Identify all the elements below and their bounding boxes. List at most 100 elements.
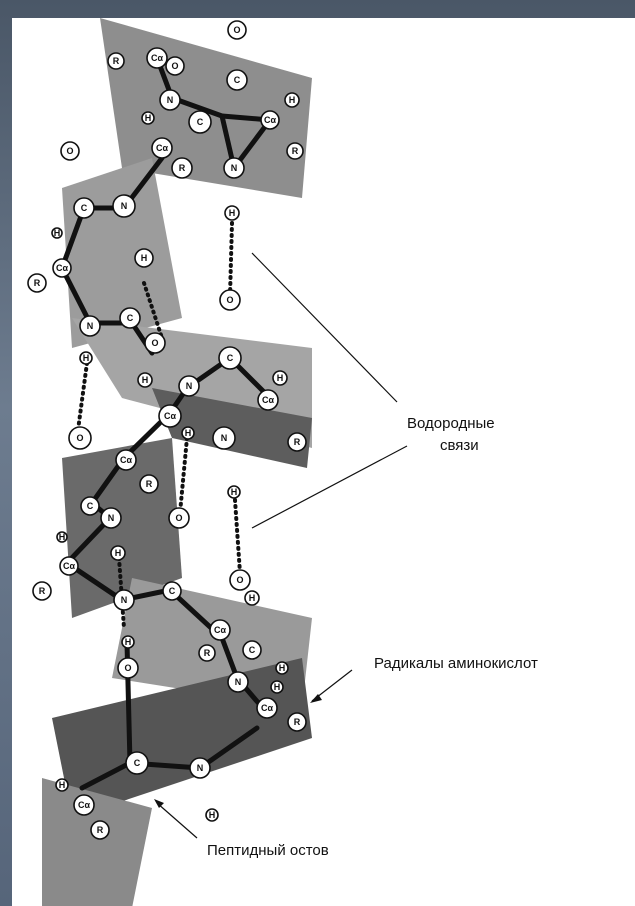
atom-oxygen: O [230,570,250,590]
atom-nitrogen: N [114,590,134,610]
atom-hydrogen: H [122,636,134,648]
svg-text:N: N [197,763,204,773]
svg-text:H: H [289,95,296,105]
svg-text:R: R [292,146,299,156]
atom-alpha-carbon: Cα [261,111,279,129]
svg-text:N: N [186,381,193,391]
atom-nitrogen: N [113,195,135,217]
atom-nitrogen: N [160,90,180,110]
atom-hydrogen: H [56,779,68,791]
alpha-helix-diagram: O R Cα O C N H C Cα H Cα R N R O C N H H… [12,18,635,906]
atom-alpha-carbon: Cα [116,450,136,470]
atom-nitrogen: N [101,508,121,528]
svg-text:Cα: Cα [56,263,68,273]
svg-text:C: C [127,313,134,323]
atom-radical: R [288,433,306,451]
svg-text:H: H [185,428,192,438]
svg-text:R: R [34,278,41,288]
svg-text:H: H [142,375,149,385]
svg-text:R: R [179,163,186,173]
label-hydrogen-bonds-line2: связи [440,437,479,454]
svg-text:C: C [81,203,88,213]
svg-text:Cα: Cα [151,53,163,63]
atom-carbon: C [120,308,140,328]
atom-radical: R [199,645,215,661]
atom-alpha-carbon: Cα [257,698,277,718]
svg-text:H: H [141,253,148,263]
label-hydrogen-bonds-line1: Водородные [407,415,495,432]
atom-alpha-carbon: Cα [152,138,172,158]
atom-alpha-carbon: Cα [74,795,94,815]
atom-alpha-carbon: Cα [147,48,167,68]
svg-text:Cα: Cα [63,561,75,571]
atom-nitrogen: N [80,316,100,336]
atom-hydrogen: H [57,532,67,542]
atom-hydrogen: H [273,371,287,385]
svg-text:Cα: Cα [120,455,132,465]
atom-oxygen: O [169,508,189,528]
svg-text:Cα: Cα [156,143,168,153]
atom-nitrogen: N [224,158,244,178]
hydrogen-bond [78,363,87,430]
svg-text:Cα: Cα [261,703,273,713]
atom-carbon: C [243,641,261,659]
svg-text:H: H [277,373,284,383]
atom-hydrogen: H [225,206,239,220]
svg-text:N: N [231,163,238,173]
atom-hydrogen: H [80,352,92,364]
svg-text:Cα: Cα [264,115,276,125]
atom-hydrogen: H [285,93,299,107]
svg-text:R: R [294,437,301,447]
svg-text:R: R [294,717,301,727]
atom-hydrogen: H [52,228,62,238]
svg-text:H: H [229,208,236,218]
atom-radical: R [28,274,46,292]
atom-oxygen: O [145,333,165,353]
atom-hydrogen: H [271,681,283,693]
atom-hydrogen: H [228,486,240,498]
atom-hydrogen: H [138,373,152,387]
svg-text:H: H [274,682,281,692]
atom-carbon: C [74,198,94,218]
svg-text:H: H [59,780,66,790]
hydrogen-bond [235,500,240,573]
svg-text:C: C [134,758,141,768]
atom-hydrogen: H [135,249,153,267]
svg-text:R: R [204,648,211,658]
hydrogen-bond [230,223,232,296]
atom-alpha-carbon: Cα [53,259,71,277]
arrowhead-backbone [154,799,164,808]
label-backbone: Пептидный остов [207,842,329,859]
atom-hydrogen: H [206,809,218,821]
atom-radical: R [108,53,124,69]
atom-carbon: C [81,497,99,515]
atom-oxygen: O [61,142,79,160]
svg-text:C: C [169,586,176,596]
svg-text:Cα: Cα [214,625,226,635]
svg-text:C: C [234,75,241,85]
atom-carbon: C [126,752,148,774]
svg-text:H: H [125,637,132,647]
atom-oxygen: O [220,290,240,310]
hydrogen-bond [180,438,187,513]
ribbon-segment-bottom [42,778,152,906]
atom-radical: R [288,713,306,731]
atom-hydrogen: H [182,427,194,439]
svg-text:H: H [209,810,216,820]
atom-alpha-carbon: Cα [210,620,230,640]
svg-text:N: N [121,595,128,605]
svg-text:Cα: Cα [78,800,90,810]
atom-radical: R [287,143,303,159]
svg-text:R: R [97,825,104,835]
atom-hydrogen: H [111,546,125,560]
atom-nitrogen: N [190,758,210,778]
atom-radical: R [172,158,192,178]
atom-oxygen: O [228,21,246,39]
atom-radical: R [33,582,51,600]
atom-carbon: C [163,582,181,600]
svg-text:Cα: Cα [262,395,274,405]
helix-ribbon [42,18,312,906]
pointer-backbone [157,803,197,838]
atom-carbon: C [189,111,211,133]
svg-text:N: N [167,95,174,105]
